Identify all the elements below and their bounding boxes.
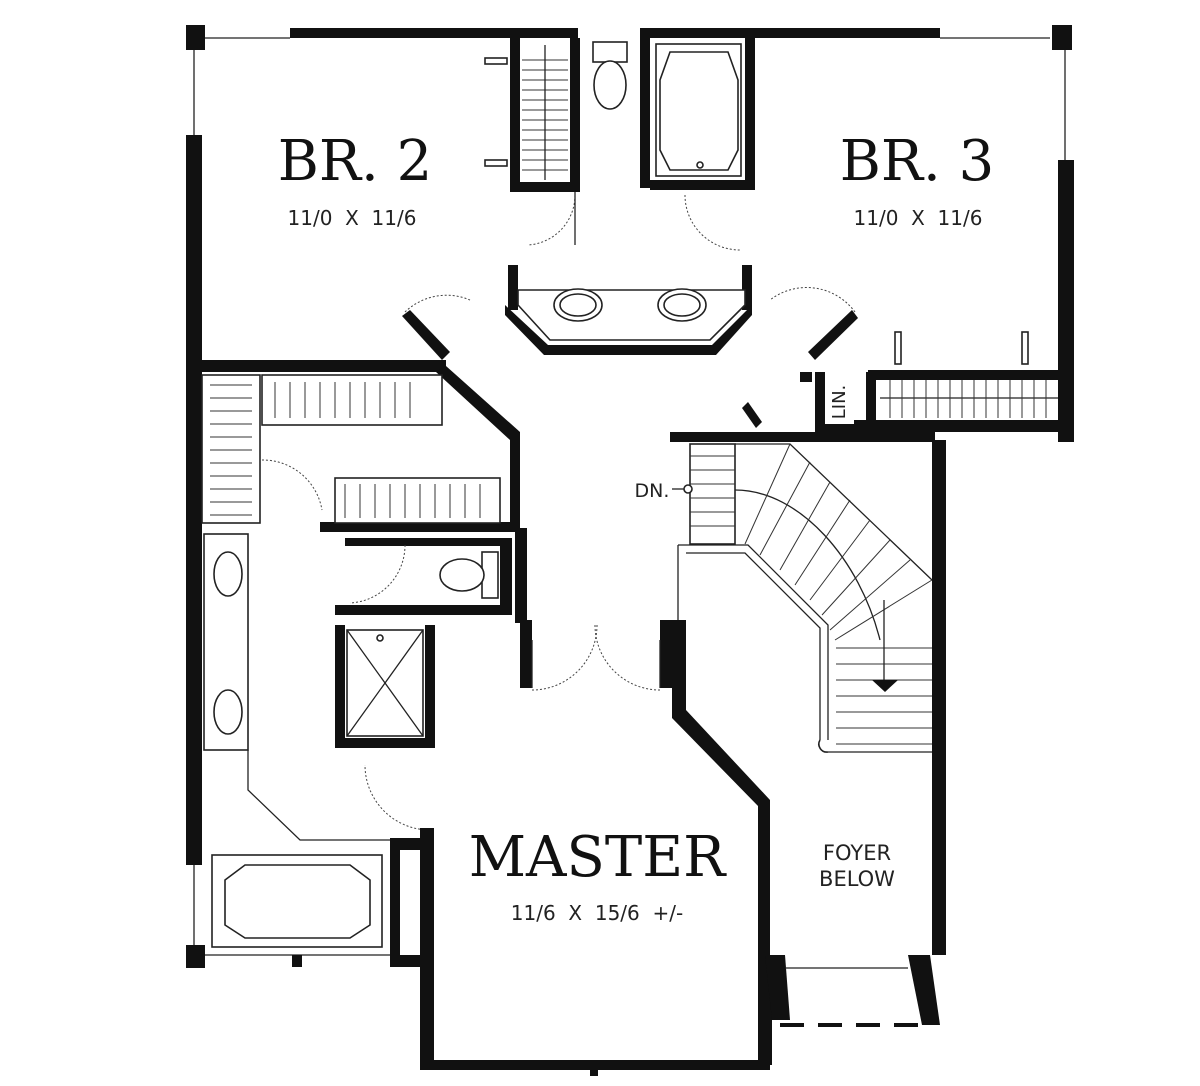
master-dimensions: 11/6 X 15/6 +/-	[511, 901, 683, 925]
br2-name: BR. 2	[278, 129, 433, 194]
foyer-label-line1: FOYER	[823, 841, 891, 865]
linen-label: LIN.	[829, 385, 850, 420]
hall-bath	[505, 38, 755, 355]
exterior-walls	[186, 25, 1074, 968]
master-bath	[203, 533, 512, 1068]
room-labels: BR. 2 11/0 X 11/6 BR. 3 11/0 X 11/6 MAST…	[278, 129, 995, 925]
br3-name: BR. 3	[840, 129, 995, 194]
master-walls	[420, 528, 940, 1076]
br3-dimensions: 11/0 X 11/6	[854, 206, 983, 230]
foyer-label-line2: BELOW	[819, 867, 895, 891]
br2-closet	[484, 38, 580, 192]
master-closet	[201, 366, 520, 532]
stairs-down-label: DN.	[635, 480, 670, 502]
linen-closet: LIN.	[815, 372, 876, 434]
br3-closet	[880, 331, 1058, 418]
staircase	[670, 402, 946, 955]
br2-dimensions: 11/0 X 11/6	[288, 206, 417, 230]
hall-doors	[402, 287, 858, 382]
master-name: MASTER	[469, 825, 727, 890]
